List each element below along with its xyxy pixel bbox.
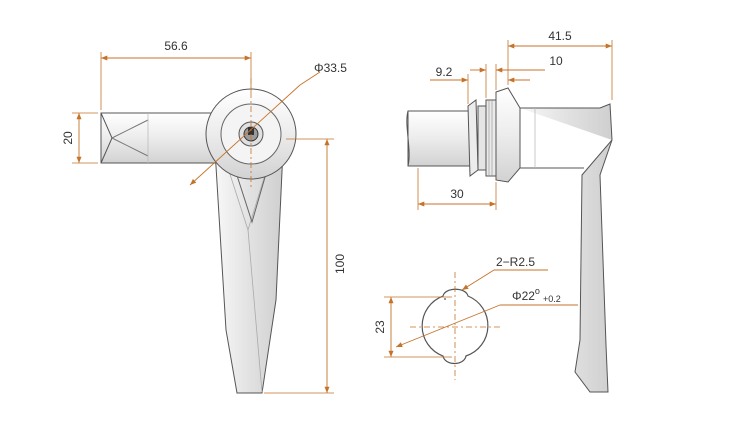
dim-23: 23 <box>373 320 387 334</box>
front-view: 56.6 20 Φ33.5 100 <box>61 39 347 394</box>
dim-10: 10 <box>549 54 563 68</box>
side-shaft <box>407 110 471 167</box>
dim-30: 30 <box>450 187 464 201</box>
dim-9-2: 9.2 <box>436 65 453 79</box>
side-handle <box>520 103 613 393</box>
dim-100: 100 <box>333 254 347 274</box>
side-body <box>495 87 521 183</box>
cutout-shape <box>421 288 489 365</box>
dim-phi-22: Φ22o+0.2 <box>512 286 561 304</box>
dim-41-5: 41.5 <box>548 29 572 43</box>
dim-phi-33-5: Φ33.5 <box>314 61 347 75</box>
dim-2-r2-5: 2−R2.5 <box>496 255 535 269</box>
dim-20: 20 <box>61 131 75 145</box>
side-clip <box>467 99 479 177</box>
front-lever <box>214 149 284 394</box>
cutout-view: 23 2−R2.5 Φ22o+0.2 <box>373 255 578 380</box>
side-view: 41.5 10 9.2 30 <box>406 29 613 393</box>
dim-56-6: 56.6 <box>164 39 188 53</box>
